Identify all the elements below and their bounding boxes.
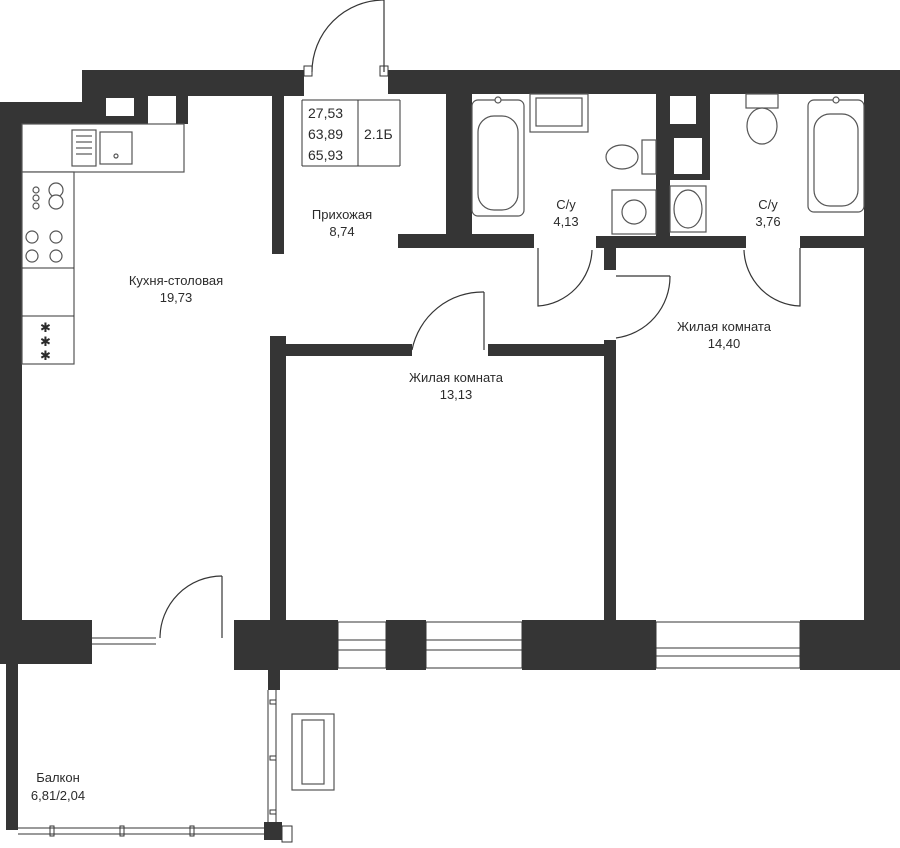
room1-name: Жилая комната: [409, 370, 504, 385]
room-labels: Прихожая 8,74 Кухня-столовая 19,73 С/у 4…: [31, 197, 781, 803]
kitchen-area: 19,73: [160, 290, 193, 305]
bath1-area: 4,13: [553, 214, 578, 229]
balcony-area: 6,81/2,04: [31, 788, 85, 803]
doors: [159, 0, 801, 639]
living-area-value: 27,53: [308, 105, 343, 121]
bathroom-fixtures: [471, 93, 865, 235]
bath2-area: 3,76: [755, 214, 780, 229]
room2-name: Жилая комната: [677, 319, 772, 334]
svg-text:✱: ✱: [40, 320, 51, 335]
walls: [0, 70, 900, 840]
total-area-value: 63,89: [308, 126, 343, 142]
total-area-balcony-value: 65,93: [308, 147, 343, 163]
svg-text:✱: ✱: [40, 334, 51, 349]
kitchen-name: Кухня-столовая: [129, 273, 223, 288]
area-summary-box: 27,53 63,89 65,93 2.1Б: [301, 99, 401, 167]
bath1-name: С/у: [556, 197, 576, 212]
balcony-name: Балкон: [36, 770, 80, 785]
kitchen-fixtures: ✱ ✱ ✱: [21, 123, 185, 365]
room2-area: 14,40: [708, 336, 741, 351]
hallway-name: Прихожая: [312, 207, 372, 222]
apartment-code: 2.1Б: [364, 126, 393, 142]
svg-text:✱: ✱: [40, 348, 51, 363]
bath2-name: С/у: [758, 197, 778, 212]
room1-area: 13,13: [440, 387, 473, 402]
hallway-area: 8,74: [329, 224, 354, 239]
balcony-outline: [18, 690, 335, 843]
